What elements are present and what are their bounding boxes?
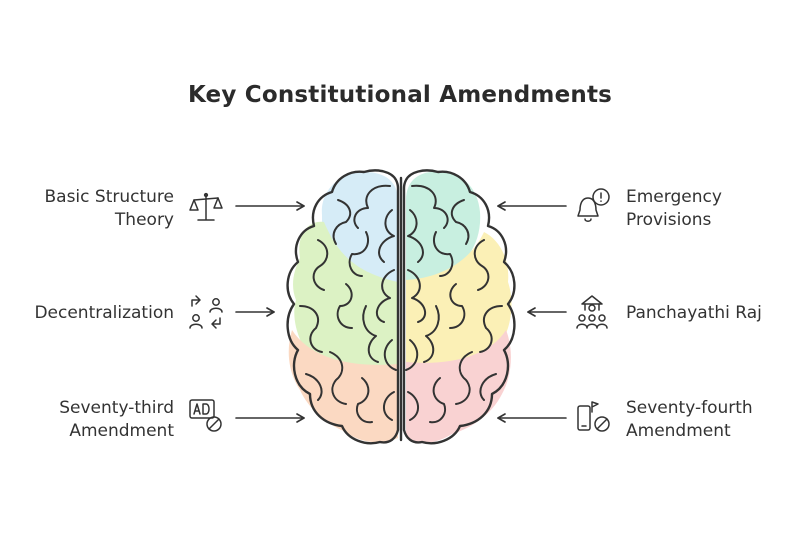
region-orange xyxy=(288,330,398,443)
left-hemisphere-outline xyxy=(286,169,400,445)
fold xyxy=(411,184,449,229)
people-exchange-icon xyxy=(189,295,223,329)
label-line: Seventy-third xyxy=(59,398,174,418)
alert-bell-icon xyxy=(577,188,610,222)
fold xyxy=(407,391,419,421)
region-teal xyxy=(406,171,481,282)
fold xyxy=(383,391,395,421)
label-line: Basic Structure xyxy=(44,187,175,207)
label-line: Amendment xyxy=(626,421,731,441)
label-seventy-third-amendment: Seventy-third Amendment xyxy=(59,397,174,443)
label-line: Theory xyxy=(114,210,174,230)
label-decentralization: Decentralization xyxy=(34,302,174,325)
fold xyxy=(405,339,419,371)
fold xyxy=(455,351,473,405)
fold xyxy=(375,269,395,323)
diagram-title: Key Constitutional Amendments xyxy=(187,82,613,108)
fold xyxy=(336,283,353,329)
fold xyxy=(299,305,323,353)
fold xyxy=(429,377,446,424)
fold xyxy=(353,184,391,229)
village-council-icon xyxy=(576,295,608,329)
fold xyxy=(305,373,323,401)
fold xyxy=(450,199,470,245)
fold xyxy=(479,373,497,401)
fold xyxy=(312,239,329,291)
fold xyxy=(332,199,352,245)
no-phone-icon xyxy=(577,401,610,432)
label-line: Provisions xyxy=(626,210,712,230)
label-line: Decentralization xyxy=(34,303,174,323)
label-line: Amendment xyxy=(69,421,174,441)
fold xyxy=(329,351,347,405)
fold xyxy=(432,231,454,277)
label-basic-structure-theory: Basic Structure Theory xyxy=(45,186,175,232)
fold xyxy=(473,239,490,291)
scales-icon xyxy=(189,192,223,221)
fold xyxy=(449,283,466,329)
fold xyxy=(378,209,395,263)
label-seventy-fourth-amendment: Seventy-fourth Amendment xyxy=(626,397,753,443)
label-line: Seventy-fourth xyxy=(626,398,753,418)
right-hemisphere-outline xyxy=(402,169,516,445)
fold xyxy=(348,231,370,277)
label-panchayathi-raj: Panchayathi Raj xyxy=(626,302,762,325)
label-line: Panchayathi Raj xyxy=(626,303,762,323)
fold xyxy=(407,209,424,263)
fold xyxy=(356,377,373,424)
brain-outline xyxy=(286,169,516,445)
fold xyxy=(479,305,503,353)
brain-folds xyxy=(299,184,503,424)
region-green xyxy=(293,221,398,368)
fold xyxy=(423,305,440,363)
fold xyxy=(362,305,379,363)
ad-block-icon xyxy=(189,399,222,432)
label-emergency-provisions: Emergency Provisions xyxy=(626,186,722,232)
fold xyxy=(407,269,427,323)
label-line: Emergency xyxy=(626,187,722,207)
fold xyxy=(383,339,397,371)
connector-arrows xyxy=(235,201,567,423)
